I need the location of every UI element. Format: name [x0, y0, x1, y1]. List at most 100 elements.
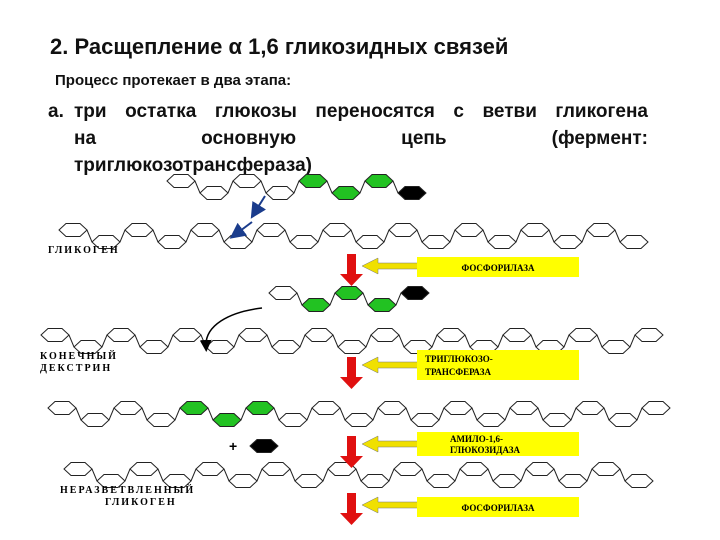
glycosidic-bond [431, 334, 438, 348]
glycosidic-bond [296, 292, 303, 306]
enzyme-transferase: ТРИГЛЮКОЗО- ТРАНСФЕРАЗА [417, 350, 579, 380]
glycosidic-bond [636, 407, 643, 421]
glycosidic-bond [365, 334, 372, 348]
branch-chain-1-residue [397, 186, 427, 200]
glycosidic-bond [482, 229, 489, 243]
pointer-arrow-2 [361, 356, 419, 374]
main-chain-3-residue [278, 413, 308, 427]
glycosidic-bond [586, 468, 593, 482]
glycosidic-bond [537, 407, 544, 421]
glycosidic-bond [68, 334, 75, 348]
main-chain-1-residue [388, 223, 418, 237]
pointer-arrow-4 [361, 496, 419, 514]
label-unbranched-1: НЕРАЗВЕТВЛЕННЫЙ [60, 484, 195, 496]
glycosidic-bond [563, 334, 570, 348]
glycosidic-bond [108, 407, 115, 421]
glycosidic-bond [464, 334, 471, 348]
main-chain-2-residue [40, 328, 70, 342]
glycosidic-bond [101, 334, 108, 348]
branch-chain-1-residue [331, 186, 361, 200]
main-chain-3-residue [476, 413, 506, 427]
glycosidic-bond [207, 407, 214, 421]
enzyme-transferase-label-1: ТРИГЛЮКОЗО- [425, 354, 493, 364]
main-chain-2-residue [139, 340, 169, 354]
pointer-arrow-3 [361, 435, 419, 453]
glycosidic-bond [548, 229, 555, 243]
glycosidic-bond [157, 468, 164, 482]
pointer-arrow-1 [361, 257, 419, 275]
glycosidic-bond [515, 229, 522, 243]
glycosidic-bond [416, 229, 423, 243]
main-chain-4-residue [294, 474, 324, 488]
glycosidic-bond [134, 334, 141, 348]
glycosidic-bond [405, 407, 412, 421]
glycosidic-bond [520, 468, 527, 482]
glycosidic-bond [223, 468, 230, 482]
glycosidic-bond [596, 334, 603, 348]
glycosidic-bond [194, 180, 201, 194]
glycosidic-bond [251, 229, 258, 243]
glycosidic-bond [227, 180, 234, 194]
glycosidic-bond [86, 229, 93, 243]
branch-chain-2-residue [301, 298, 331, 312]
glycosidic-bond [329, 292, 336, 306]
main-chain-1-residue [454, 223, 484, 237]
main-chain-3-residue [443, 401, 473, 415]
main-chain-2-residue [205, 340, 235, 354]
main-chain-4-residue [63, 462, 93, 476]
glycosidic-bond [273, 407, 280, 421]
main-chain-3-residue [542, 413, 572, 427]
glycosidic-bond [619, 468, 626, 482]
main-chain-2-residue [238, 328, 268, 342]
label-unbranched-2: ГЛИКОГЕН [105, 497, 177, 508]
glycosidic-bond [471, 407, 478, 421]
glycosidic-bond [395, 292, 402, 306]
red-arrow-1 [340, 254, 363, 286]
main-chain-1-residue [58, 223, 88, 237]
main-chain-4-residue [360, 474, 390, 488]
glycosidic-bond [530, 334, 537, 348]
transfer-arrow-up [250, 195, 267, 219]
glycosidic-bond [233, 334, 240, 348]
red-arrow-3 [340, 436, 363, 468]
main-chain-1-residue [520, 223, 550, 237]
glycosidic-bond [306, 407, 313, 421]
glycosidic-bond [362, 292, 369, 306]
glycosidic-bond [256, 468, 263, 482]
glycosidic-bond [570, 407, 577, 421]
enzyme-amylo-label-1: АМИЛО-1,6- [450, 434, 503, 444]
main-chain-4-residue [492, 474, 522, 488]
red-arrow-2 [340, 357, 363, 389]
enzyme-transferase-label-2: ТРАНСФЕРАЗА [425, 367, 491, 377]
glycosidic-bond [350, 229, 357, 243]
glycosidic-bond [266, 334, 273, 348]
main-chain-2-residue [568, 328, 598, 342]
main-chain-1-residue [355, 235, 385, 249]
glycosidic-bond [454, 468, 461, 482]
branch-chain-1-residue [232, 174, 262, 188]
main-chain-1-residue [586, 223, 616, 237]
enzyme-phosphorylase-2: ФОСФОРИЛАЗА [417, 497, 579, 517]
main-chain-1-residue [487, 235, 517, 249]
main-chain-2-residue [106, 328, 136, 342]
main-chain-2-residue [370, 328, 400, 342]
glycosidic-bond [581, 229, 588, 243]
main-chain-1-residue [124, 223, 154, 237]
main-chain-4-residue [624, 474, 654, 488]
main-chain-3-residue [575, 401, 605, 415]
plus-sign: + [229, 438, 237, 454]
main-chain-3-residue [113, 401, 143, 415]
glycosidic-bond [614, 229, 621, 243]
glycosidic-bond [339, 407, 346, 421]
main-chain-3-residue [47, 401, 77, 415]
main-chain-3-residue [212, 413, 242, 427]
glycosidic-bond [359, 180, 366, 194]
glycosidic-bond [487, 468, 494, 482]
main-chain-1-residue [421, 235, 451, 249]
glycosidic-bond [190, 468, 197, 482]
main-chain-1-residue [256, 223, 286, 237]
free-glucose-residue [249, 439, 279, 453]
enzyme-amylo-glucosidase: АМИЛО-1,6- ГЛЮКОЗИДАЗА [417, 432, 579, 456]
step-line-3: триглюкозотрансфераза) [74, 155, 313, 176]
